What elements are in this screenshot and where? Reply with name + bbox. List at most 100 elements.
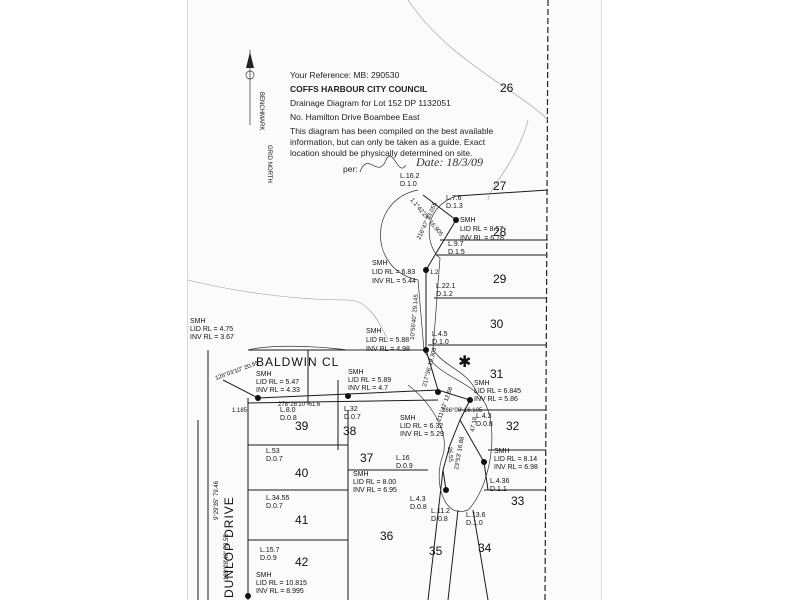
- pipe-bearing: 266°00' 16.105: [442, 408, 483, 414]
- smh-title: SMH: [494, 448, 510, 455]
- connection-depth: D.0.8: [431, 516, 448, 523]
- smh-labels: SMH LID RL = 8.57 INV RL = 6.78 SMH LID …: [190, 217, 538, 595]
- smh-title: SMH: [353, 471, 369, 478]
- pipe-bearing: 126°03'10" 20.55: [215, 360, 261, 382]
- lot-31: 31: [490, 367, 504, 381]
- signature-icon: [359, 155, 407, 173]
- subdivision-boundary: [544, 0, 549, 600]
- connection-depth: D.1.0: [466, 520, 483, 527]
- connection-length: L.22.1: [436, 283, 456, 290]
- road-dunlop-drive: DUNLOP DRIVE: [222, 496, 236, 598]
- road-baldwin-cl: BALDWIN CL: [256, 355, 339, 369]
- smh-title: SMH: [190, 318, 206, 325]
- smh-inv: INV RL = 3.67: [190, 334, 234, 341]
- drainage-diagram-sheet: ✱ BENCHMARK GRID NORTH Your Reference: M…: [187, 0, 602, 600]
- connection-depth: D.0.8: [476, 421, 493, 428]
- connection-length: L.13.6: [466, 512, 486, 519]
- lot-boundaries: [197, 189, 549, 600]
- north-label-benchmark: BENCHMARK: [258, 92, 264, 130]
- smh-title: SMH: [256, 572, 272, 579]
- smh-lid: LID RL = 8.14: [494, 456, 537, 463]
- connection-depth: D.0.7: [266, 503, 283, 510]
- connection-depth: D.1.1: [490, 486, 507, 493]
- smh-inv: INV RL = 4.7: [348, 385, 388, 392]
- smh-inv: INV RL = 8.995: [256, 588, 304, 595]
- connection-length: L.4.36: [490, 478, 510, 485]
- lot-41: 41: [295, 513, 309, 527]
- smh-lid: LID RL = 6.845: [474, 388, 521, 395]
- stamp-date: Date: 18/3/09: [415, 155, 483, 169]
- smh-title: SMH: [372, 260, 388, 267]
- connection-depth: D.1.3: [446, 203, 463, 210]
- smh-inv: INV RL = 6.95: [353, 487, 397, 494]
- pipe-bearing: 9°29'35" 79.46: [214, 480, 220, 520]
- lot-38: 38: [343, 424, 357, 438]
- smh-inv: INV RL = 6.98: [494, 464, 538, 471]
- smh-title: SMH: [474, 380, 490, 387]
- smh-lid: LID RL = 6.83: [372, 269, 415, 276]
- north-label-grid: GRID NORTH: [266, 145, 272, 183]
- smh-lid: LID RL = 5.47: [256, 379, 299, 386]
- smh-inv: INV RL = 5.86: [474, 396, 518, 403]
- connection-depth: D.1.0: [400, 181, 417, 188]
- stamp-disclaimer-2: information, but can only be taken as a …: [290, 137, 486, 147]
- smh-lid: LID RL = 5.88: [366, 337, 409, 344]
- lot-29: 29: [493, 272, 507, 286]
- lot-marker-icon: ✱: [458, 354, 471, 371]
- stamp-drainage: Drainage Diagram for Lot 152 DP 1132051: [290, 98, 451, 108]
- connection-length: L.16: [396, 455, 410, 462]
- connection-depth: D.1.2: [436, 291, 453, 298]
- connection-depth: D.1.5: [448, 249, 465, 256]
- council-stamp: Your Reference: MB: 290530 COFFS HARBOUR…: [290, 70, 493, 174]
- lot-36: 36: [380, 529, 394, 543]
- connection-depth: D.0.9: [260, 555, 277, 562]
- smh-inv: INV RL = 5.44: [372, 278, 416, 285]
- connection-length: L.16.2: [400, 173, 420, 180]
- stamp-reference: Your Reference: MB: 290530: [290, 70, 400, 80]
- connection-depth: D.1.0: [432, 339, 449, 346]
- smh-title: SMH: [460, 217, 476, 224]
- stamp-council: COFFS HARBOUR CITY COUNCIL: [290, 84, 427, 94]
- stamp-disclaimer-3: location should be physically determined…: [290, 148, 472, 158]
- stamp-address: No. Hamilton Drive Boambee East: [290, 112, 420, 122]
- connection-length: L.9.7: [448, 241, 464, 248]
- lot-40: 40: [295, 466, 309, 480]
- lot-26: 26: [500, 81, 514, 95]
- north-arrow-icon: [245, 50, 255, 125]
- smh-lid: LID RL = 8.57: [460, 226, 503, 233]
- lot-37: 37: [360, 451, 374, 465]
- smh-title: SMH: [256, 371, 272, 378]
- connection-length: L.8.0: [280, 407, 296, 414]
- lot-33: 33: [511, 494, 525, 508]
- smh-inv: INV RL = 4.33: [256, 387, 300, 394]
- connection-length: L.11.2: [431, 508, 450, 515]
- smh-title: SMH: [400, 415, 416, 422]
- pipe-distance: 1.185: [232, 408, 248, 414]
- connection-length: L.15.7: [260, 547, 280, 554]
- pipe-bearing: 23°53' 16.88: [454, 436, 466, 471]
- smh-inv: INV RL = 4.98: [366, 346, 410, 353]
- smh-inv: INV RL = 6.78: [460, 235, 504, 242]
- smh-lid: LID RL = 8.00: [353, 479, 396, 486]
- connection-depth: D.0.7: [344, 414, 361, 421]
- connection-length: L.4.5: [432, 331, 448, 338]
- connection-depth: D.0.8: [410, 504, 427, 511]
- smh-lid: LID RL = 10.815: [256, 580, 307, 587]
- smh-lid: LID RL = 6.32: [400, 423, 443, 430]
- lot-27: 27: [493, 179, 507, 193]
- lot-35: 35: [429, 544, 443, 558]
- lot-28: 28: [493, 225, 507, 239]
- lot-39: 39: [295, 419, 309, 433]
- connection-length: L.4.3: [410, 496, 426, 503]
- stamp-disclaimer-1: This diagram has been compiled on the be…: [290, 126, 493, 136]
- pipe-distance: 1.2: [430, 270, 439, 276]
- connection-depth: D.0.9: [396, 463, 413, 470]
- lot-34: 34: [478, 541, 492, 555]
- pipe-bearing: 278°28'10" 51.6: [278, 402, 321, 408]
- lot-42: 42: [295, 555, 309, 569]
- smh-lid: LID RL = 5.89: [348, 377, 391, 384]
- connection-depth: D.0.7: [266, 456, 283, 463]
- smh-inv: INV RL = 5.29: [400, 431, 444, 438]
- connection-length: L.53: [266, 448, 280, 455]
- connection-length: L.7.6: [446, 195, 462, 202]
